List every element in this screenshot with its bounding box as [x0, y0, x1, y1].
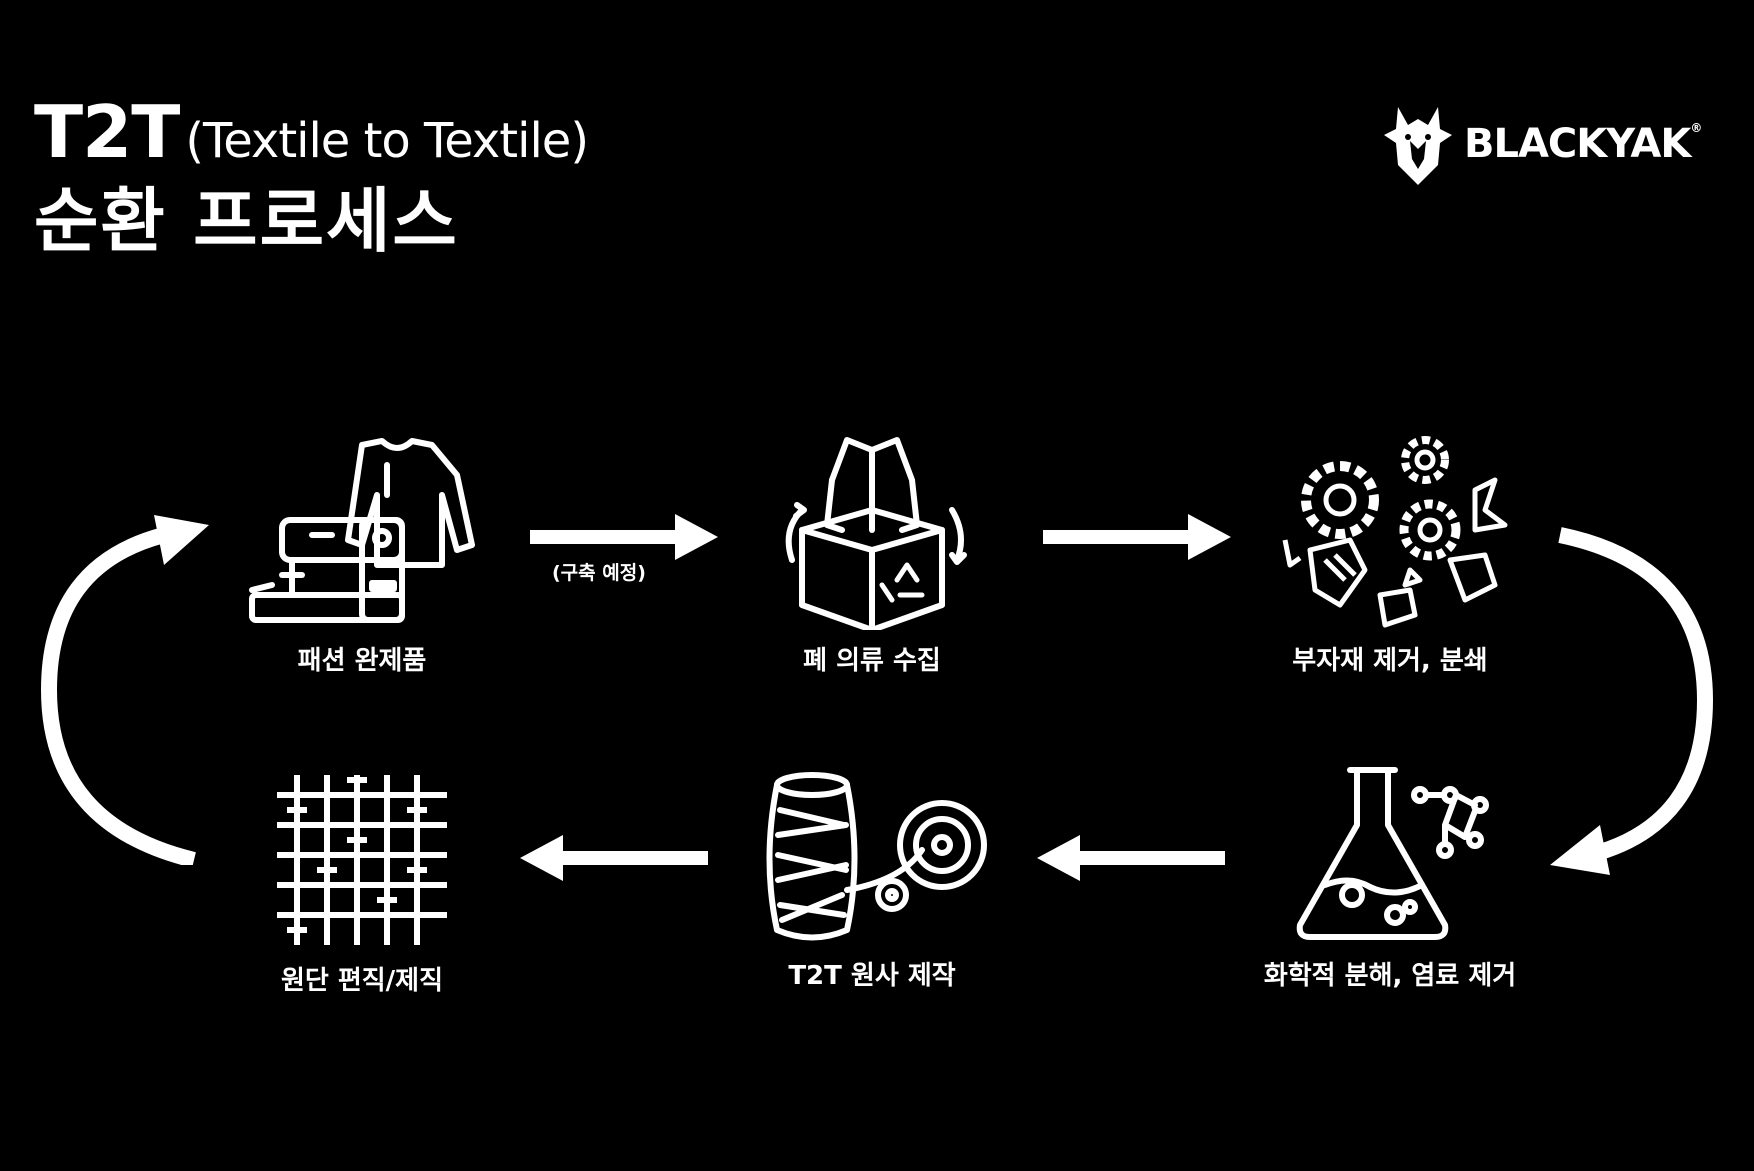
step-label: 원단 편직/제직: [280, 966, 444, 996]
sewing-machine-shirt-icon: [249, 438, 475, 623]
step-collection: 폐 의류 수집: [692, 430, 1052, 677]
title-line2: 순환 프로세스: [34, 180, 459, 262]
step-label: T2T 원사 제작: [788, 961, 956, 991]
arrow-left-1: [1037, 835, 1225, 881]
flask-molecule-icon: [1296, 767, 1489, 940]
yak-head-icon: [1384, 107, 1452, 185]
step-shredding: 부자재 제거, 분쇄: [1210, 430, 1570, 677]
yarn-spool-icon: [766, 772, 987, 941]
arrow-right-2: [1043, 514, 1231, 560]
step-label: 화학적 분해, 염료 제거: [1263, 961, 1517, 991]
brand-logo: BLACKYAK®: [1378, 96, 1718, 192]
step-label: 폐 의류 수집: [803, 646, 941, 676]
brand-text: BLACKYAK: [1464, 121, 1691, 167]
step-label: 패션 완제품: [297, 646, 427, 676]
step-fashion-product: 패션 완제품: [182, 435, 542, 677]
arrow-left-2: [520, 835, 708, 881]
gears-shredding-icon: [1282, 436, 1508, 628]
title-main: T2T: [34, 90, 180, 174]
step-fabric: 원단 편직/제직: [182, 765, 542, 997]
step-label: 부자재 제거, 분쇄: [1292, 646, 1488, 676]
curved-arrow-left: [40, 515, 209, 865]
title-paren: (Textile to Textile): [185, 113, 589, 169]
step-yarn: T2T 원사 제작: [692, 770, 1052, 992]
page-title: T2T(Textile to Textile) 순환 프로세스: [34, 96, 589, 262]
brand-name: BLACKYAK®: [1464, 121, 1702, 167]
planned-note: (구축 예정): [552, 562, 646, 584]
woven-fabric-icon: [277, 775, 447, 945]
curved-arrow-right: [1550, 527, 1714, 875]
clothing-collection-box-icon: [785, 437, 967, 630]
registered-mark: ®: [1690, 121, 1702, 135]
step-chemical: 화학적 분해, 염료 제거: [1210, 765, 1570, 992]
arrow-right-1: [530, 514, 718, 560]
